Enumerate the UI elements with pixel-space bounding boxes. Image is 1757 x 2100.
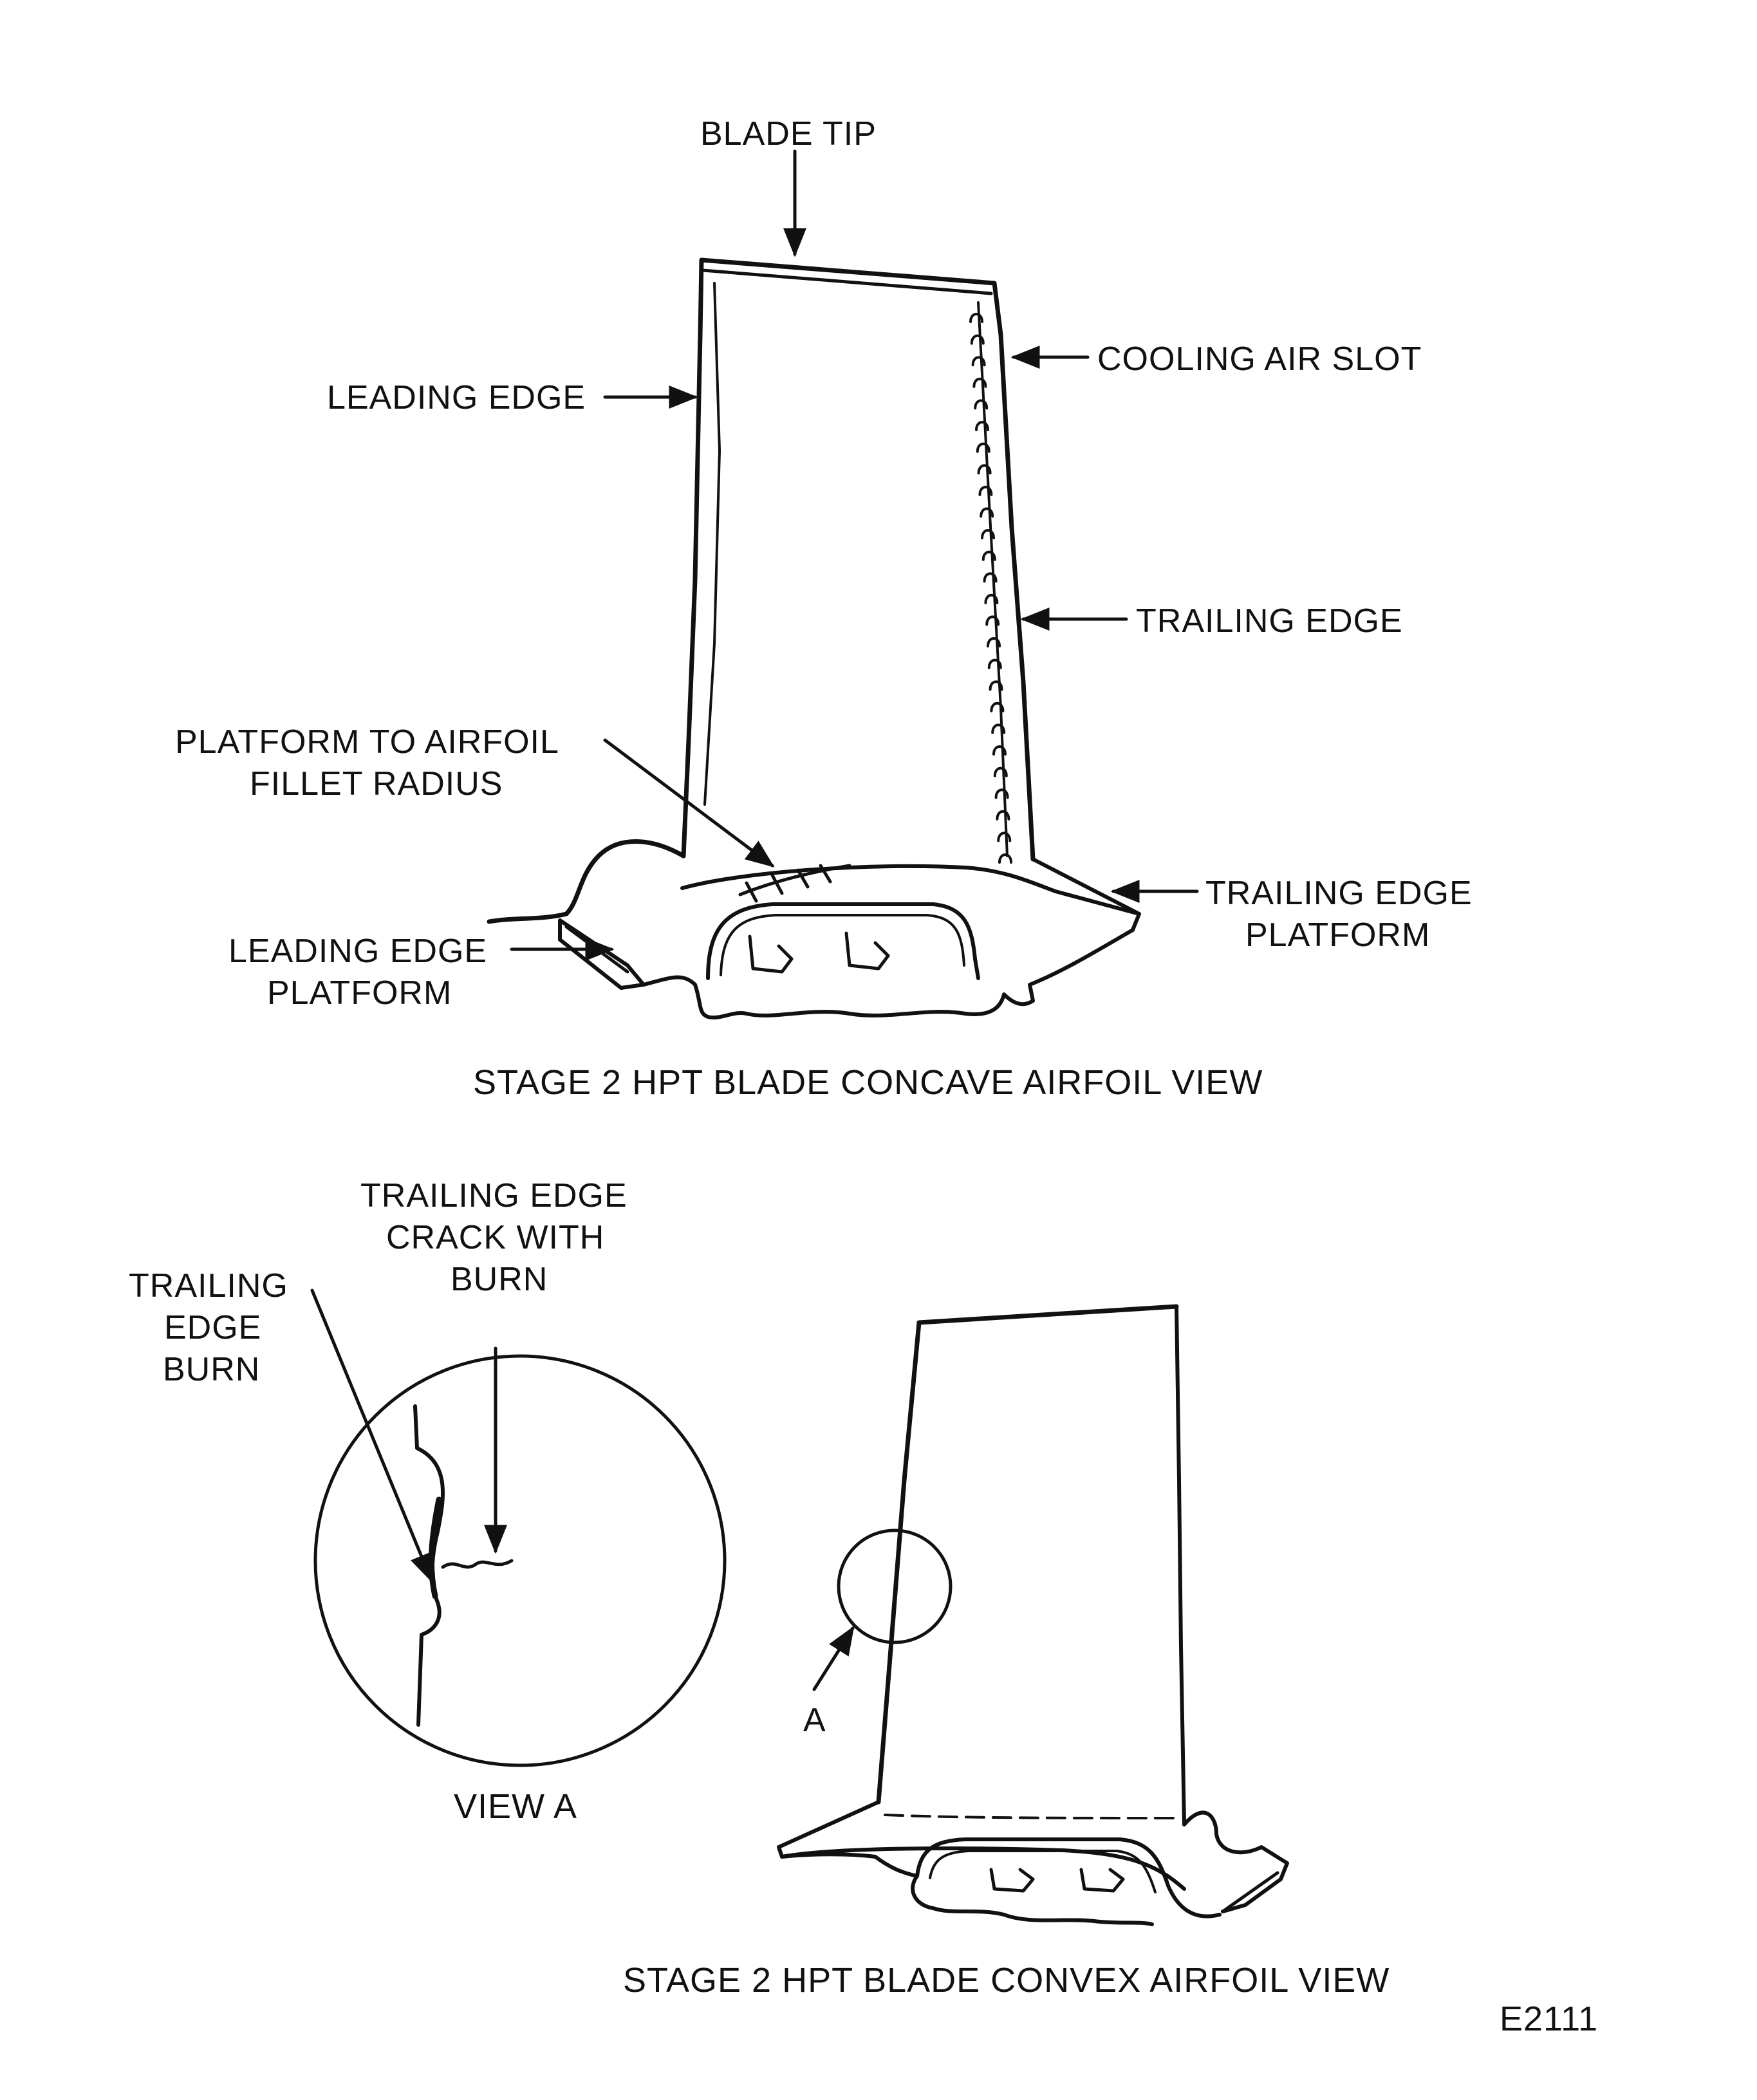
detail-a-marker-label: A — [803, 1702, 826, 1739]
cooling-slot — [994, 788, 1009, 799]
leading-edge-platform-label-line2: PLATFORM — [267, 974, 452, 1012]
trailing-edge-label: TRAILING EDGE — [1136, 602, 1403, 640]
cooling-slot — [983, 572, 998, 583]
trailing-edge-platform-label-line1: TRAILING EDGE — [1205, 875, 1473, 912]
concave-view-caption: STAGE 2 HPT BLADE CONCAVE AIRFOIL VIEW — [473, 1063, 1263, 1102]
trailing-edge-burn-label-line3: BURN — [163, 1351, 260, 1388]
cooling-slot — [991, 723, 1006, 734]
concave-callouts — [510, 149, 1199, 961]
cooling-slot — [989, 680, 1003, 691]
cooling-slots — [969, 313, 1012, 864]
fillet-radius-label-line1: PLATFORM TO AIRFOIL — [175, 723, 559, 761]
crack-with-burn-label-line2: CRACK WITH — [386, 1219, 604, 1256]
cooling-slot — [969, 313, 983, 323]
cooling-slot — [976, 442, 990, 453]
figure-id: E2111 — [1500, 2000, 1598, 2038]
view-a-caption: VIEW A — [454, 1787, 577, 1826]
crack-with-burn-label-line1: TRAILING EDGE — [360, 1177, 628, 1214]
blade-tip-label: BLADE TIP — [700, 115, 877, 153]
cooling-slot — [977, 464, 992, 475]
cooling-slot — [996, 810, 1010, 821]
convex-view-caption: STAGE 2 HPT BLADE CONVEX AIRFOIL VIEW — [623, 1961, 1390, 2000]
cooling-slot — [981, 550, 996, 561]
convex-callouts — [812, 1626, 855, 1691]
cooling-air-slot-label: COOLING AIR SLOT — [1097, 340, 1422, 378]
view-a-detail — [313, 1354, 727, 1767]
trailing-edge-burn-label-line1: TRAILING — [129, 1267, 288, 1305]
cooling-slot — [992, 745, 1007, 756]
trailing-edge-platform-label-line2: PLATFORM — [1245, 916, 1430, 954]
concave-blade-drawing — [487, 257, 1141, 1019]
cooling-slot — [978, 485, 993, 496]
cooling-slot — [987, 637, 1001, 647]
cooling-slot — [974, 399, 989, 410]
cooling-slot — [970, 334, 985, 345]
cooling-slot — [998, 853, 1012, 864]
convex-blade-drawing — [777, 1304, 1289, 1926]
cooling-slot — [993, 767, 1008, 777]
view-a-callouts — [310, 1288, 507, 1583]
cooling-slot — [985, 615, 1000, 626]
cooling-slot — [990, 702, 1005, 712]
cooling-slot — [980, 507, 994, 518]
trailing-edge-burn-label-line2: EDGE — [164, 1309, 261, 1346]
cooling-slot — [975, 421, 989, 431]
crack-with-burn-label-line3: BURN — [451, 1261, 548, 1298]
cooling-slot — [987, 658, 1002, 669]
cooling-slot — [984, 593, 999, 604]
cooling-slot — [971, 356, 986, 367]
cooling-slot — [972, 377, 987, 388]
cooling-slot — [997, 832, 1012, 842]
leading-edge-platform-label-line1: LEADING EDGE — [228, 933, 487, 970]
fillet-radius-label-line2: FILLET RADIUS — [250, 765, 503, 803]
leading-edge-label: LEADING EDGE — [327, 379, 586, 416]
cooling-slot — [981, 529, 995, 539]
